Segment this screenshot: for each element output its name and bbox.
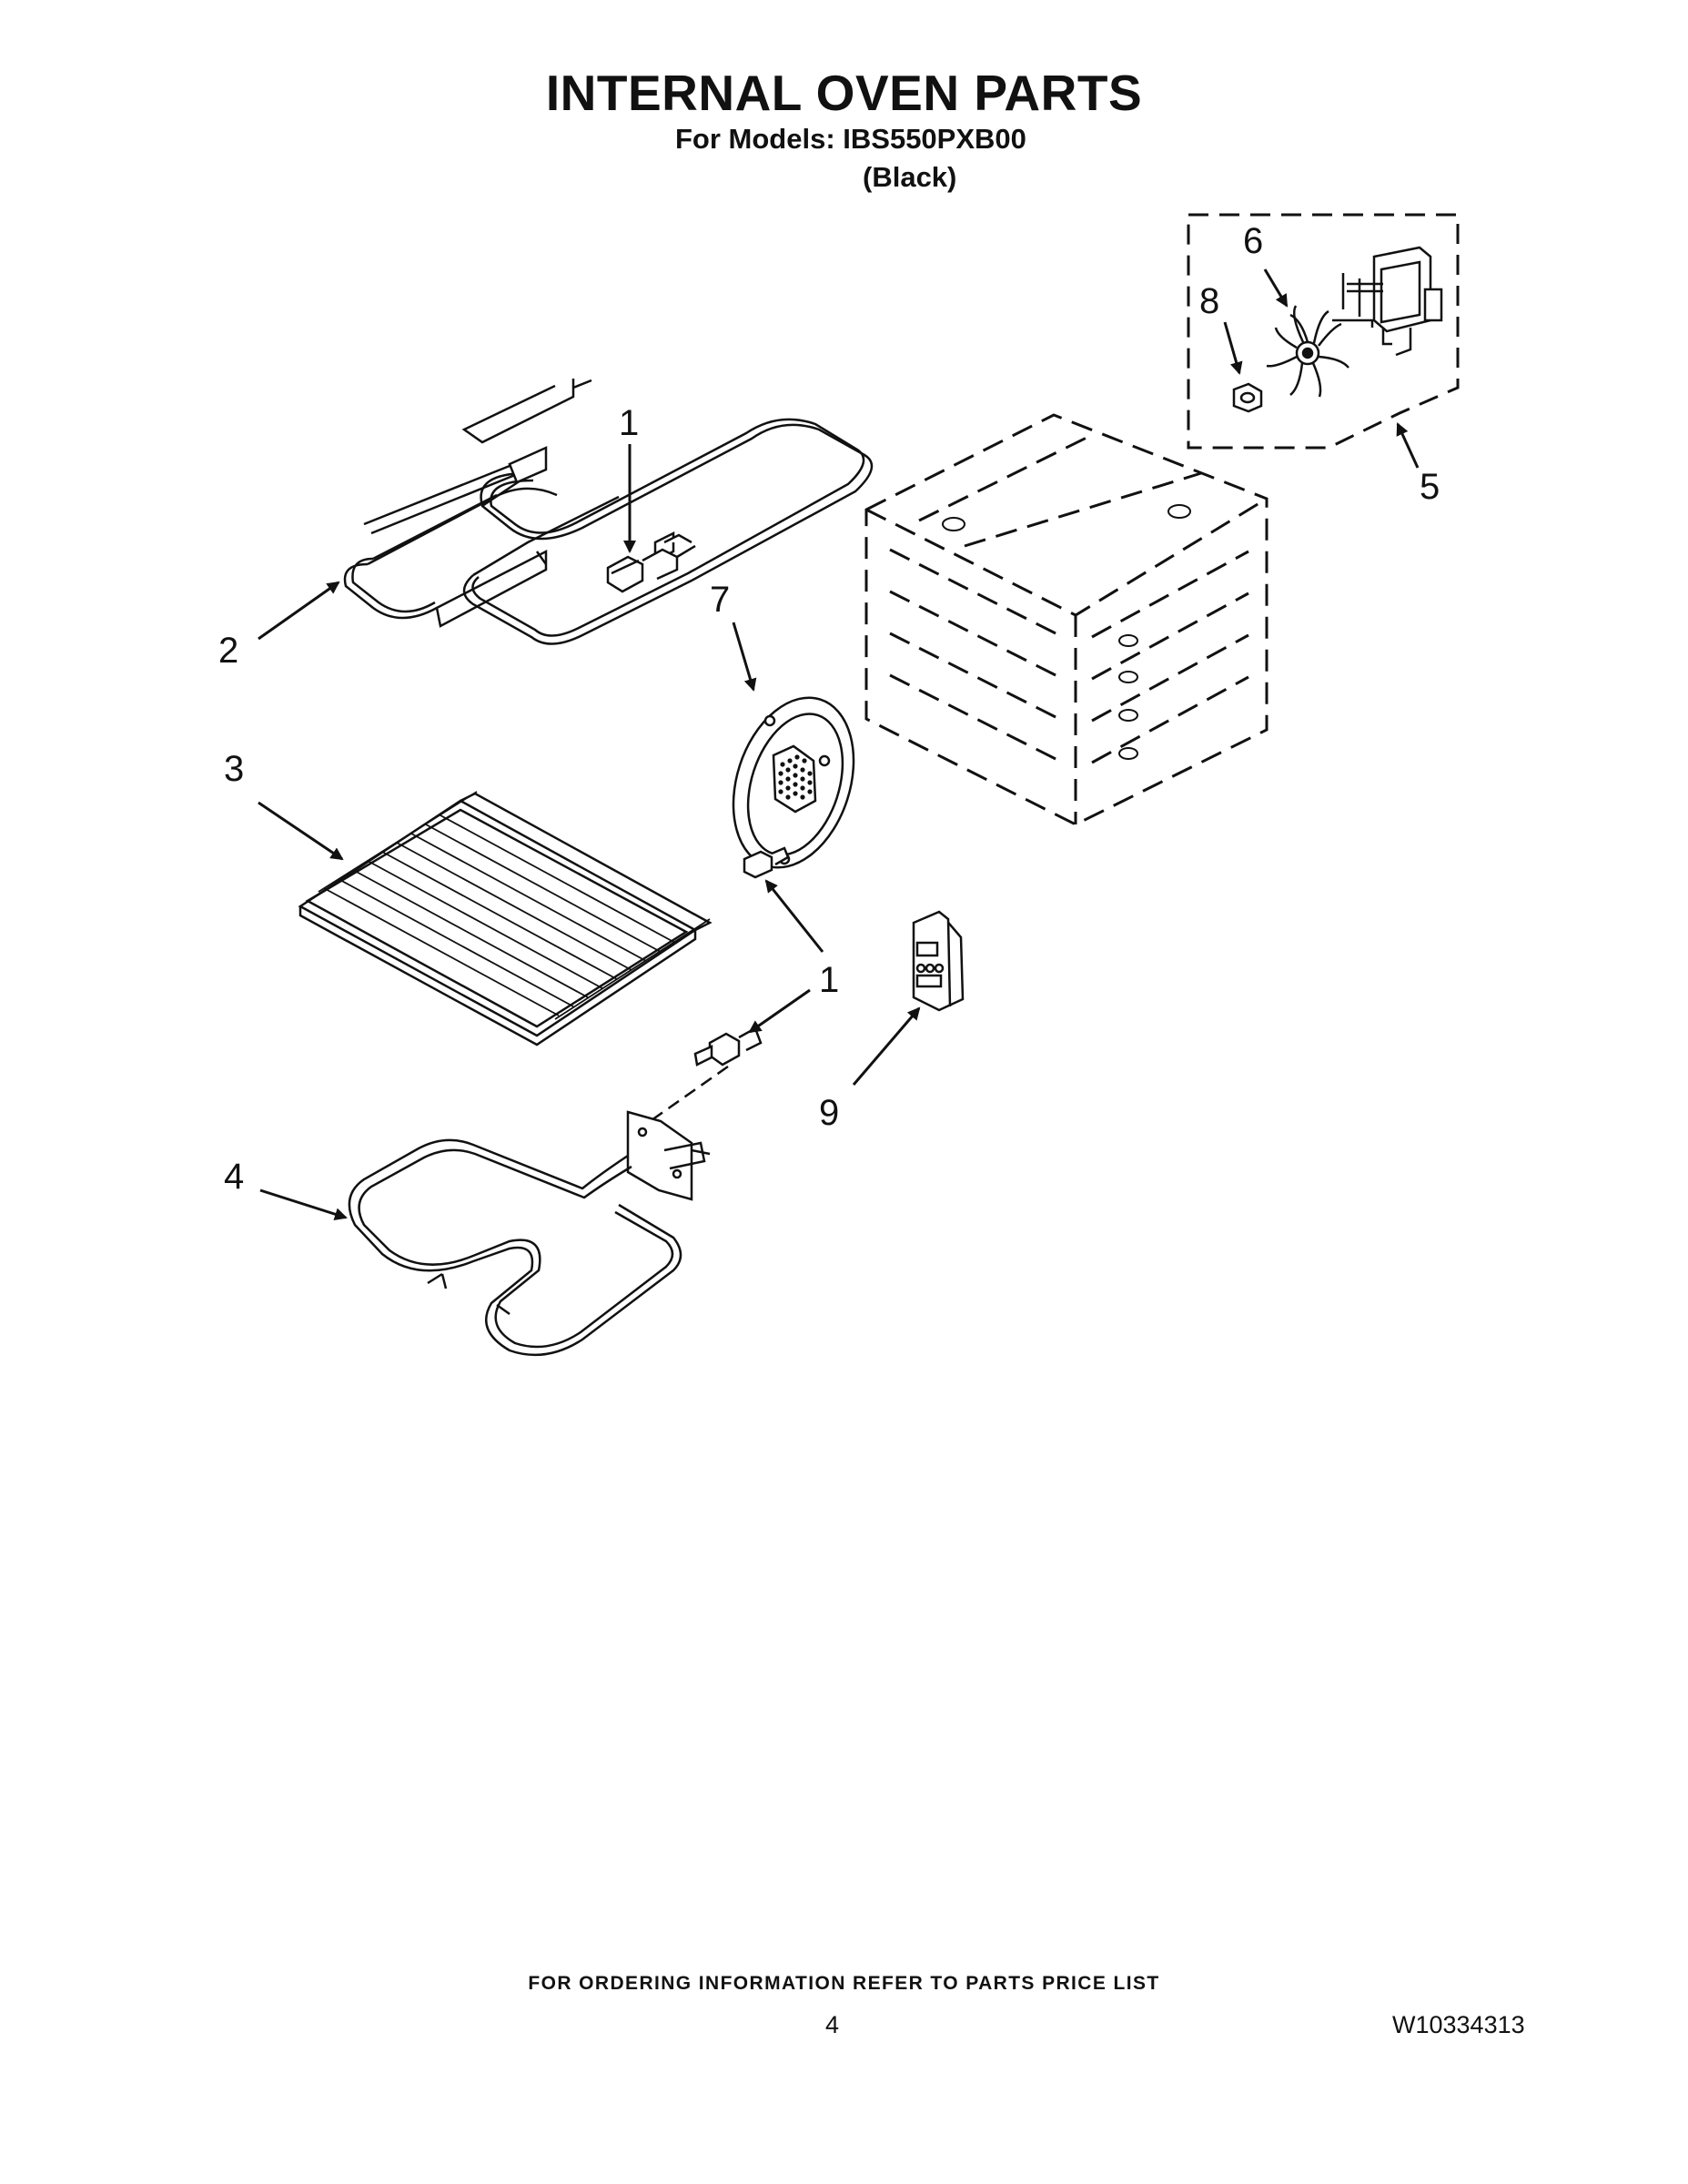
light-bulb-lower-leader	[642, 1065, 729, 1128]
light-bulb-upper	[608, 535, 695, 592]
callout-1-upper: 1	[619, 403, 639, 443]
arrow-1-lower	[748, 988, 811, 1034]
arrow-2	[258, 581, 340, 641]
document-number: W10334313	[1392, 2011, 1525, 2038]
convection-fan-cover	[713, 682, 874, 884]
light-bulb-lower	[695, 1028, 761, 1065]
arrow-1-middle	[764, 879, 824, 953]
page-number: 4	[825, 2011, 840, 2038]
arrow-7	[732, 622, 757, 692]
oven-cavity	[864, 413, 1269, 826]
arrow-6	[1263, 268, 1289, 308]
oven-cavity-details	[942, 504, 1191, 760]
arrow-4	[259, 1188, 348, 1221]
arrow-5	[1396, 422, 1420, 469]
callout-5: 5	[1420, 467, 1440, 507]
arrow-8	[1223, 321, 1243, 375]
arrow-9	[852, 1006, 921, 1086]
convection-fan-motor	[1332, 248, 1441, 355]
callout-9: 9	[819, 1093, 839, 1133]
color-line: (Black)	[863, 161, 957, 193]
light-bulb-middle	[744, 848, 788, 877]
models-line: For Models: IBS550PXB00	[675, 123, 1026, 155]
callout-7: 7	[710, 580, 730, 620]
callout-6: 6	[1243, 221, 1263, 261]
callout-arrows	[258, 268, 1420, 1221]
oven-light-switch-plate	[914, 912, 963, 1010]
ordering-note: FOR ORDERING INFORMATION REFER TO PARTS …	[528, 1973, 1160, 1994]
bake-element	[349, 1112, 710, 1355]
fan-nut	[1234, 384, 1261, 411]
callout-2: 2	[218, 631, 238, 671]
arrow-3	[258, 801, 344, 861]
callout-4: 4	[224, 1157, 244, 1197]
broil-element	[345, 379, 872, 644]
callout-1-lower: 1	[819, 960, 839, 1000]
convection-fan-assembly-outline	[1187, 213, 1460, 450]
callout-3: 3	[224, 749, 244, 789]
callout-8: 8	[1199, 281, 1219, 321]
page-title: INTERNAL OVEN PARTS	[545, 65, 1143, 121]
callout-labels: 1 2 3 4 5 6 7 8 1 9	[218, 221, 1440, 1197]
convection-fan-blade	[1267, 306, 1349, 397]
oven-rack	[300, 792, 710, 1045]
